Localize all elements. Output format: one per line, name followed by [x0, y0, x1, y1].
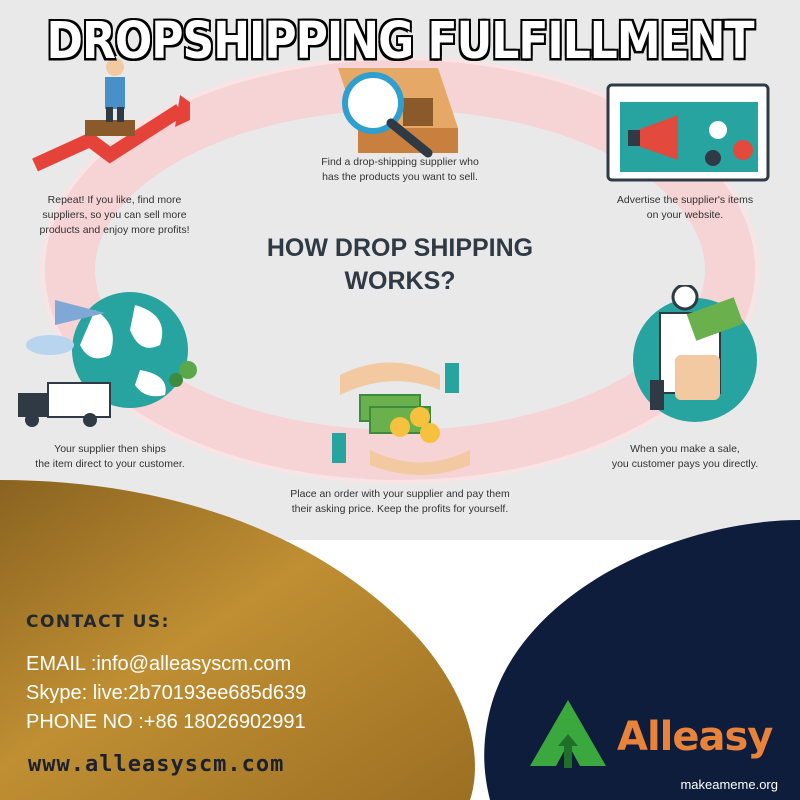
website-ad-icon	[606, 83, 770, 182]
contact-skype[interactable]: Skype: live:2b70193ee685d639	[26, 682, 307, 704]
infographic-title-line: HOW DROP SHIPPING	[266, 234, 534, 262]
meme-title: DROPSHIPPING FULFILLMENT	[45, 11, 755, 72]
infographic-panel: Find a drop-shipping supplier who has th…	[0, 0, 800, 540]
step-sale-text: When you make a sale, you customer pays …	[590, 442, 780, 472]
step-line: their asking price. Keep the profits for…	[291, 503, 509, 515]
step-order-text: Place an order with your supplier and pa…	[270, 487, 530, 517]
contact-phone[interactable]: PHONE NO :+86 18026902991	[26, 711, 306, 733]
step-line: products and enjoy more profits!	[39, 224, 190, 236]
step-line: Repeat! If you like, find more	[47, 194, 182, 206]
step-line: has the products you want to sell.	[322, 171, 478, 183]
money-exchange-icon	[332, 362, 470, 475]
step-find-supplier-text: Find a drop-shipping supplier who has th…	[300, 155, 500, 185]
step-line: Place an order with your supplier and pa…	[290, 488, 510, 500]
step-advertise-text: Advertise the supplier's items on your w…	[595, 193, 775, 223]
step-line: Your supplier then ships	[54, 443, 166, 455]
step-line: suppliers, so you can sell more	[42, 209, 187, 221]
step-line: Advertise the supplier's items	[616, 194, 754, 206]
box-magnifier-icon	[338, 68, 458, 158]
infographic-title-line: WORKS?	[344, 267, 456, 295]
contact-heading: CONTACT US:	[26, 612, 170, 632]
step-line: on your website.	[646, 209, 724, 221]
step-line: the item direct to your customer.	[35, 458, 185, 470]
alleasy-logo-icon	[530, 700, 606, 768]
watermark: makeameme.org	[680, 777, 778, 792]
contact-email[interactable]: EMAIL :info@alleasyscm.com	[26, 653, 292, 675]
globe-truck-icon	[18, 292, 197, 427]
step-repeat-text: Repeat! If you like, find more suppliers…	[22, 193, 207, 238]
payment-icon	[633, 285, 757, 422]
step-ships-text: Your supplier then ships the item direct…	[25, 442, 195, 472]
growth-arrow-icon	[32, 58, 190, 172]
step-line: When you make a sale,	[630, 443, 740, 455]
alleasy-logo-text: Alleasy	[617, 714, 773, 760]
step-line: Find a drop-shipping supplier who	[321, 156, 479, 168]
step-line: you customer pays you directly.	[611, 458, 759, 470]
infographic-title: HOW DROP SHIPPING WORKS?	[240, 232, 560, 298]
website-link[interactable]: www.alleasyscm.com	[28, 752, 285, 777]
